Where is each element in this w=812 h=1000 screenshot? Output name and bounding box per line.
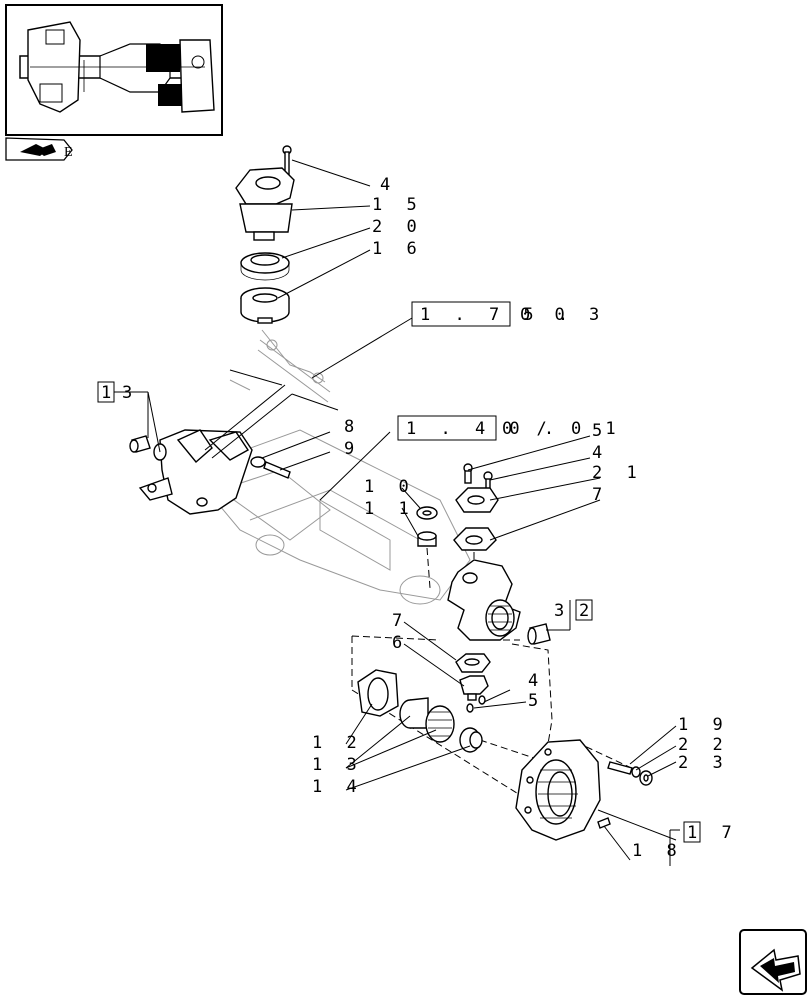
gasket-part-7-lower bbox=[455, 653, 491, 673]
book-tab-suffix: E bbox=[64, 145, 73, 160]
cover-part-21 bbox=[455, 487, 499, 513]
ref-140-tail: 0 / 0 1 bbox=[502, 419, 623, 439]
kingpin-screw-part-5 bbox=[463, 463, 473, 484]
bearing-race-part-13 bbox=[399, 697, 429, 729]
callout-8: 8 bbox=[344, 417, 361, 437]
callout-20: 2 0 bbox=[372, 217, 424, 237]
leader-lines bbox=[112, 159, 680, 866]
gasket-part-7-upper bbox=[453, 527, 497, 551]
ref-140-boxed: 1 . 4 0 . bbox=[406, 419, 561, 439]
bushing-part-3 bbox=[129, 435, 151, 453]
axle-end-housing bbox=[138, 429, 253, 515]
axle-assembly-thumbnail[interactable] bbox=[5, 4, 223, 136]
bearing-part-13 bbox=[425, 705, 455, 743]
previous-page-arrow-icon[interactable] bbox=[739, 929, 807, 995]
plug-part-8 bbox=[250, 456, 266, 468]
callout-15: 1 5 bbox=[372, 195, 424, 215]
washer-part-22 bbox=[631, 766, 641, 778]
callout-18: 1 8 bbox=[632, 841, 684, 861]
ref-box-1-40-0-01[interactable]: 1 . 4 0 . 0 / 0 1 bbox=[397, 415, 623, 441]
callout-3-left: 3 bbox=[122, 383, 139, 403]
bushing-part-3-right bbox=[527, 623, 551, 645]
callout-14: 1 4 bbox=[312, 777, 364, 797]
callout-16: 1 6 bbox=[372, 239, 424, 259]
pin-part-19 bbox=[607, 761, 633, 775]
callout-4-right: 4 bbox=[592, 443, 609, 463]
bearing-cup-part-14 bbox=[459, 727, 483, 753]
callout-10: 1 0 bbox=[364, 477, 416, 497]
callout-13: 1 3 bbox=[312, 755, 364, 775]
screws-part-4-5-lower bbox=[466, 695, 486, 713]
callout-22: 2 2 bbox=[678, 735, 730, 755]
callout-labels: 4 1 5 2 0 1 6 1 3 8 9 5 4 2 1 7 1 0 1 1 … bbox=[101, 175, 739, 861]
callout-1-boxed: 1 bbox=[101, 383, 118, 403]
callout-4-lower: 4 bbox=[528, 671, 545, 691]
bolt-part-4-upper-right bbox=[483, 471, 493, 494]
lower-pin-part-6 bbox=[459, 675, 489, 701]
ref-box-1-75-0-03[interactable]: 1 . 7 5 . 0 0 3 bbox=[411, 301, 606, 327]
callout-17: 1 7 bbox=[687, 823, 739, 843]
callout-23: 2 3 bbox=[678, 753, 730, 773]
steering-knuckle bbox=[447, 559, 521, 641]
callout-11: 1 1 bbox=[364, 499, 416, 519]
callout-5-lower: 5 bbox=[528, 691, 545, 711]
callout-4-top: 4 bbox=[380, 175, 397, 195]
callout-19: 1 9 bbox=[678, 715, 730, 735]
seal-part-12 bbox=[357, 669, 399, 717]
callout-6: 6 bbox=[392, 633, 409, 653]
callout-3-right: 3 bbox=[554, 601, 571, 621]
pin-part-9 bbox=[263, 461, 291, 479]
hub-carrier-part-17 bbox=[515, 739, 601, 841]
upper-kingpin-housing-part-15 bbox=[235, 167, 295, 241]
bushing-part-11 bbox=[417, 531, 437, 547]
callout-7-lower: 7 bbox=[392, 611, 409, 631]
callout-7-upper: 7 bbox=[592, 485, 609, 505]
callout-5-upper: 5 bbox=[592, 421, 609, 441]
dowel-pin-part-18 bbox=[597, 817, 611, 829]
callout-12: 1 2 bbox=[312, 733, 364, 753]
ref-175-tail: 0 0 3 bbox=[520, 305, 606, 325]
callout-9: 9 bbox=[344, 439, 361, 459]
washer-part-10 bbox=[416, 506, 438, 520]
callout-2-boxed: 2 bbox=[579, 601, 596, 621]
book-tab-icon[interactable]: E bbox=[5, 137, 73, 161]
ref-175-boxed: 1 . 7 5 . bbox=[420, 305, 575, 325]
seal-ring-part-20 bbox=[240, 252, 290, 281]
callout-21: 2 1 bbox=[592, 463, 644, 483]
bearing-part-16 bbox=[240, 287, 290, 324]
nut-part-23 bbox=[639, 770, 653, 786]
